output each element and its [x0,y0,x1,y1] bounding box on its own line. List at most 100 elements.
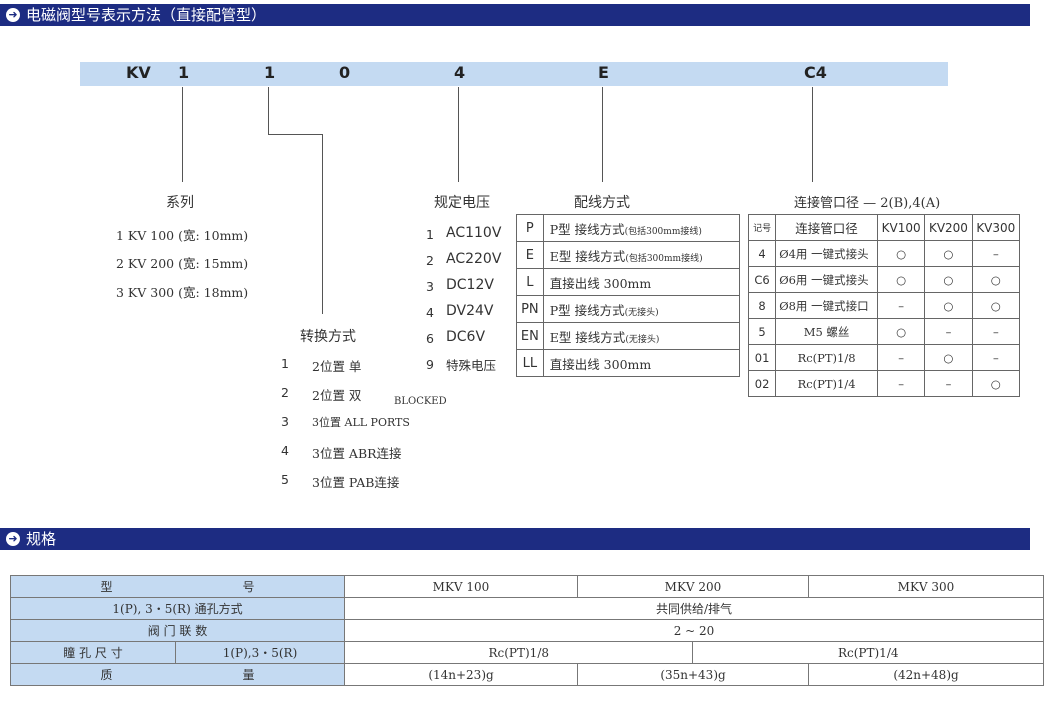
voltage-item-num: 9 [426,357,434,372]
port-desc: Rc(PT)1/8 [775,344,878,371]
port-mark: ○ [876,240,926,267]
voltage-item-text: DC6V [446,329,486,345]
spec-value: 2 ~ 20 [344,619,1044,642]
wiring-desc-text: E型 接线方式 [549,248,626,264]
code-part-voltage: 4 [454,63,466,82]
table-row: LL 直接出线 300mm [516,349,741,377]
wiring-key: L [516,268,544,296]
switch-item-text: 2位置 单 [312,359,362,374]
voltage-item-text: DV24V [446,303,494,319]
port-mark: – [971,240,1021,267]
wiring-title: 配线方式 [574,195,630,211]
switch-item-text: 3位置 ABR连接 [312,446,402,461]
wiring-key: P [516,214,544,242]
spec-value: (42n+48)g [808,663,1044,686]
code-part-series-prefix: KV [126,63,151,82]
voltage-item-num: 6 [426,331,434,346]
switch-blocked-label: BLOCKED [394,396,447,407]
wiring-desc-text: P型 接线方式 [549,302,625,318]
section-header-spec: ➜ 规格 [0,528,1030,550]
port-key: 01 [747,344,777,371]
connector-line [458,87,459,182]
series-title: 系列 [166,195,194,211]
spec-value: Rc(PT)1/8 [343,641,694,664]
model-code-bar [80,62,948,86]
voltage-item-text: AC110V [446,225,502,241]
spec-label: 阀 门 联 数 [10,619,345,642]
spec-label-part: 量 [242,668,255,682]
wiring-desc-note: (包括300mm接线) [625,253,703,264]
wiring-desc-note: (包括300mm接线) [624,226,702,237]
switch-title: 转换方式 [300,329,356,345]
connector-line [812,87,813,182]
port-mark: – [971,344,1021,371]
port-key: C6 [747,266,777,293]
spec-value: Rc(PT)1/4 [692,641,1044,664]
spec-table: 型号 MKV 100 MKV 200 MKV 300 1(P), 3・5(R) … [10,575,1044,686]
wiring-desc: P型 接线方式(包括300mm接线) [542,214,741,242]
port-mark: – [876,344,926,371]
voltage-title: 规定电压 [434,195,490,211]
port-mark: ○ [971,370,1021,397]
wiring-key: EN [516,322,544,350]
port-key: 4 [747,240,777,267]
code-part-series: 1 [178,63,190,82]
voltage-item-num: 2 [426,253,434,268]
wiring-key: LL [516,349,544,377]
arrow-right-icon: ➜ [6,532,20,546]
port-key: 5 [747,318,777,345]
port-mark: – [971,318,1021,345]
port-mark: ○ [924,240,973,267]
series-item: 3 KV 300 (宽: 18mm) [116,285,249,300]
series-item: 1 KV 100 (宽: 10mm) [116,228,249,243]
port-mark: – [876,370,926,397]
port-desc: Ø8用 一键式接口 [775,292,878,319]
spec-label-part: 号 [242,580,255,594]
spec-model: MKV 200 [577,575,809,598]
connector-line [182,87,183,182]
voltage-item-text: DC12V [446,277,494,293]
connector-line [602,87,603,182]
port-mark: ○ [876,318,926,345]
port-desc: Ø6用 一键式接头 [775,266,878,293]
wiring-desc-text: 直接出线 300mm [549,356,652,372]
wiring-desc: P型 接线方式(无接头) [542,295,741,323]
port-mark: ○ [971,292,1021,319]
spec-label-part: 质 [100,668,113,682]
port-mark: ○ [971,266,1021,293]
port-title: 连接管口径 — 2(B),4(A) [794,196,941,211]
port-key: 8 [747,292,777,319]
connector-line [268,87,269,134]
switch-item-text: 3位置 PAB连接 [312,475,400,490]
wiring-key: PN [516,295,544,323]
spec-model: MKV 300 [808,575,1044,598]
spec-label-part: 型 [100,580,113,594]
voltage-item-num: 3 [426,279,434,294]
voltage-item-text: AC220V [446,251,502,267]
switch-item-num: 1 [281,356,289,371]
wiring-desc-note: (无接头) [625,334,660,345]
section-header-model: ➜电磁阀型号表示方法（直接配管型） [0,4,1030,26]
spec-value: 共同供给/排气 [344,597,1044,620]
port-desc: Rc(PT)1/4 [775,370,878,397]
table-row: 瞳 孔 尺 寸 1(P),3・5(R) Rc(PT)1/8 Rc(PT)1/4 [10,641,1044,664]
section-title: 规格 [26,530,57,548]
code-part-reserved: 0 [339,63,351,82]
voltage-item-num: 1 [426,227,434,242]
series-item: 2 KV 200 (宽: 15mm) [116,256,249,271]
code-part-wiring: E [598,63,609,82]
voltage-item-text: 特殊电压 [446,358,497,373]
wiring-desc: E型 接线方式(无接头) [542,322,741,350]
port-mark: – [924,370,973,397]
wiring-key: E [516,241,544,269]
voltage-item-num: 4 [426,305,434,320]
spec-value: (35n+43)g [577,663,809,686]
wiring-desc: 直接出线 300mm [542,268,741,296]
